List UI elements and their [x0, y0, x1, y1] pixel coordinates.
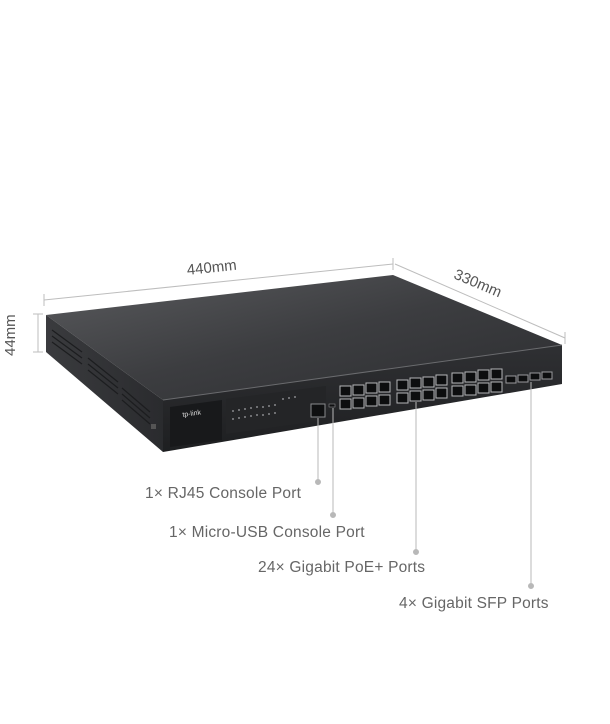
status-leds — [232, 396, 296, 420]
callout-sfp-ports: 4× Gigabit SFP Ports — [399, 595, 549, 612]
switch-top-panel — [46, 275, 562, 400]
led-panel — [226, 386, 326, 434]
rj45-console-port — [310, 403, 326, 418]
side-vents — [51, 329, 151, 425]
left-rack-ear-screw — [151, 424, 156, 429]
callout-leaders — [315, 382, 534, 589]
brand-plate — [170, 400, 222, 447]
poe-port-block — [339, 368, 503, 410]
height-dimension-label: 44mm — [2, 314, 19, 356]
callout-micro-usb-console: 1× Micro-USB Console Port — [169, 524, 365, 541]
depth-dimension-line — [394, 263, 566, 344]
callout-rj45-console: 1× RJ45 Console Port — [145, 485, 302, 502]
micro-usb-console-port — [328, 403, 336, 408]
sfp-port-block — [505, 371, 553, 384]
height-dimension-line — [33, 313, 43, 353]
width-dimension-line — [43, 258, 394, 306]
callout-poe-ports: 24× Gigabit PoE+ Ports — [258, 559, 426, 576]
